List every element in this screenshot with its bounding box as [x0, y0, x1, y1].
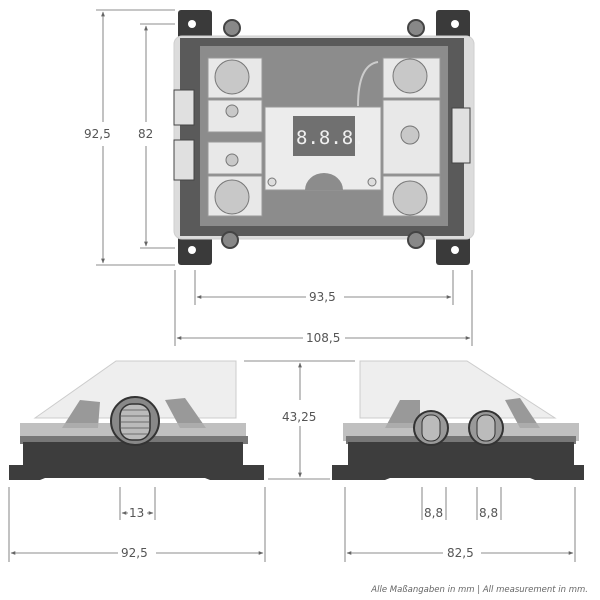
dim-left-side-width: 92,5: [121, 546, 148, 560]
mounting-hole-icon: [188, 20, 459, 254]
cable-entry-icon: [413, 410, 504, 446]
display-readout: 8.8.8.: [296, 127, 365, 149]
base: [348, 442, 574, 467]
side-view-left: [9, 360, 264, 480]
terminal-nut-icon: [214, 59, 250, 215]
dim-left-terminal-width: 13: [129, 506, 144, 520]
dim-right-terminal-width-2: 8,8: [479, 506, 498, 520]
dim-right-side-width: 82,5: [447, 546, 474, 560]
side-view-right: [332, 360, 584, 480]
left-terminal-blocks: [207, 57, 263, 217]
footnote: Alle Maßangaben in mm | All measurement …: [370, 585, 588, 595]
display-screen: [293, 116, 355, 156]
dimension-lines-side: [8, 360, 576, 562]
dim-side-height: 43,25: [282, 410, 316, 424]
right-terminal-block: [357, 57, 441, 217]
voltmeter-display: 8.8.8.: [264, 106, 382, 191]
dim-right-terminal-width-1: 8,8: [424, 506, 443, 520]
lid-clip-right: [451, 107, 471, 164]
base: [23, 442, 243, 467]
dim-top-height-outer: 92,5: [84, 127, 111, 141]
dim-top-width-outer: 108,5: [306, 331, 340, 345]
dimension-lines-top: [96, 9, 473, 346]
dim-top-height-inner: 82: [138, 127, 153, 141]
lid-clip-left-bottom: [173, 139, 195, 181]
top-view: 8.8.8.: [173, 10, 475, 265]
dim-top-width-inner: 93,5: [309, 290, 336, 304]
lid-clip-left-top: [173, 89, 195, 126]
lid-screw-icon: [221, 19, 425, 249]
